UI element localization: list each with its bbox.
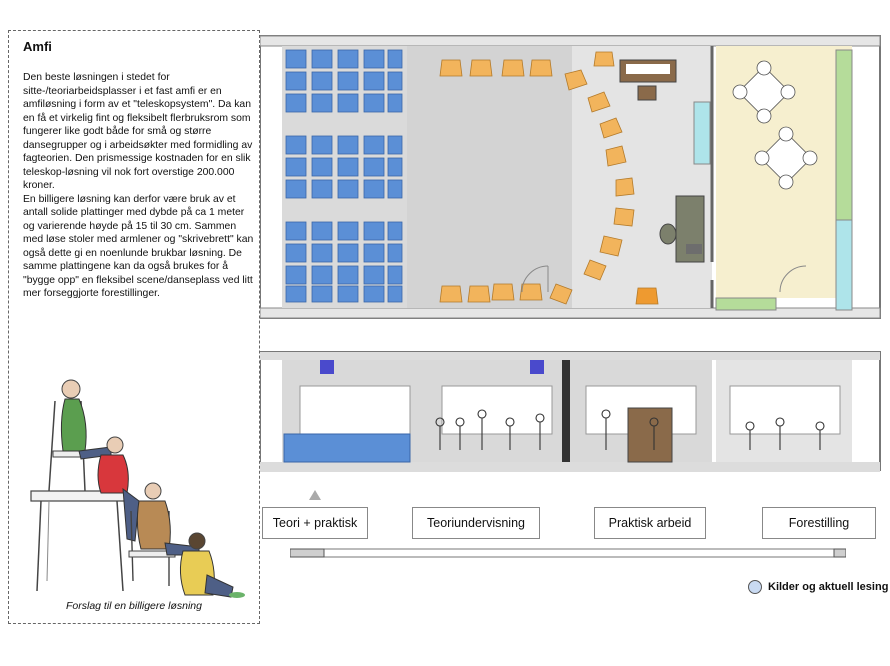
- tab-praktisk-arbeid[interactable]: Praktisk arbeid: [594, 507, 706, 539]
- sources-link[interactable]: Kilder og aktuell lesing: [748, 580, 888, 594]
- timeline-handle-right: [833, 548, 846, 558]
- tab-forestilling[interactable]: Forestilling: [762, 507, 876, 539]
- timeline-slider[interactable]: [290, 548, 846, 558]
- timeline-marker: [309, 490, 321, 500]
- floor-plan: [260, 35, 881, 472]
- timeline-handle-left: [290, 548, 325, 558]
- seating-illustration: [30, 379, 245, 598]
- figure-caption: Forslag til en billigere løsning: [66, 600, 202, 612]
- tab-teori-praktisk[interactable]: Teori + praktisk: [262, 507, 368, 539]
- panel-paragraph-1: Den beste løsningen i stedet for sitte-/…: [23, 72, 253, 191]
- telescope-seating: [285, 49, 403, 303]
- panel-body: Den beste løsningen i stedet for sitte-/…: [23, 71, 255, 301]
- panel-title: Amfi: [23, 39, 52, 54]
- chairs: [439, 51, 659, 305]
- tab-teoriundervisning[interactable]: Teoriundervisning: [412, 507, 540, 539]
- tables: [732, 60, 818, 190]
- panel-paragraph-2: En billigere løsning kan derfor være bru…: [23, 193, 254, 300]
- circle-icon: [748, 580, 762, 594]
- sources-label: Kilder og aktuell lesing: [768, 581, 889, 593]
- info-panel: Amfi Den beste løsningen i stedet for si…: [8, 30, 260, 624]
